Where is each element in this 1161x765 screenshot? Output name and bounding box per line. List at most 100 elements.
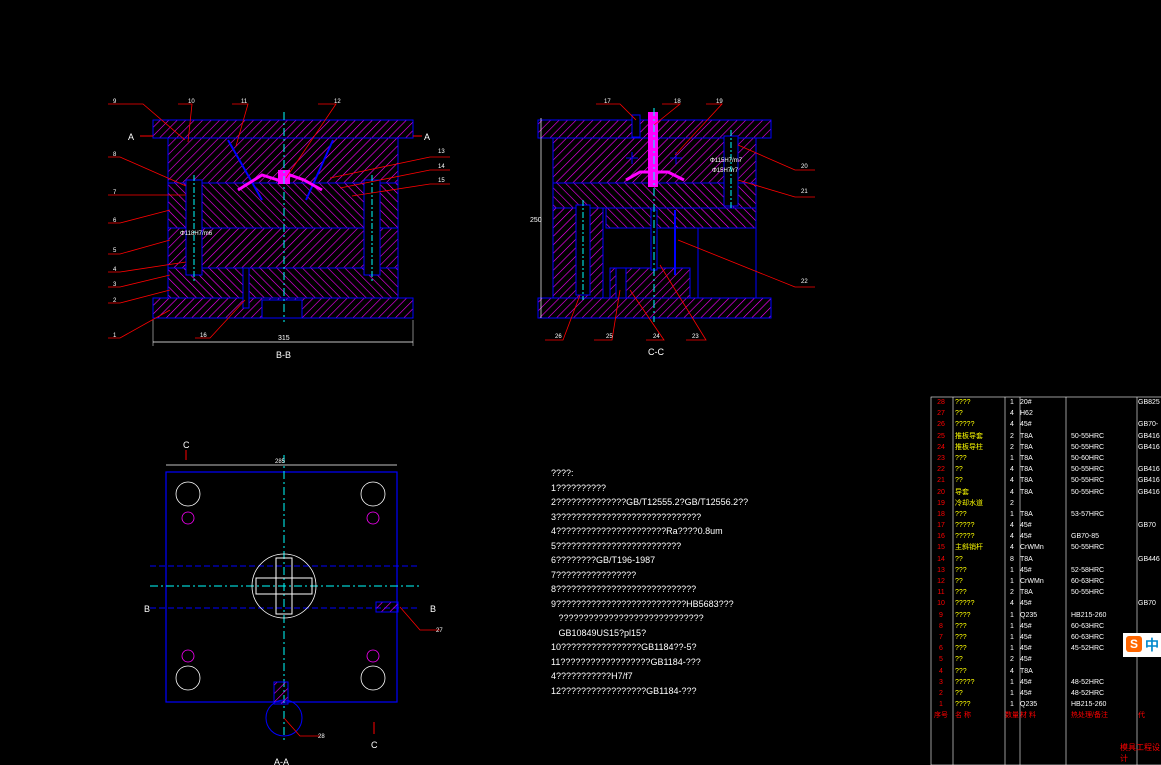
bom-cell-no: 14 [937, 555, 945, 563]
section-marker-b-left: B [144, 604, 150, 614]
bom-cell-hard: 45-52HRC [1071, 645, 1105, 653]
bom-cell-qty: 4 [1010, 600, 1014, 608]
bom-cell-qty: 1 [1010, 678, 1014, 686]
bom-cell-std: GB70 [1138, 600, 1156, 608]
bom-cell-name: ???? [955, 611, 971, 619]
note-line: 10????????????????GB1184??-5? [551, 642, 697, 652]
fit-annotation-cc-1: Φ115H7/m7 [710, 158, 743, 164]
plan-view-aa [150, 450, 440, 740]
bom-cell-no: 25 [937, 432, 945, 440]
bom-cell-mat: Q235 [1020, 611, 1038, 619]
bom-cell-mat: T8A [1020, 466, 1033, 474]
section-marker-c-bottom: C [371, 740, 378, 750]
bom-cell-hard: HB215-260 [1071, 701, 1107, 709]
bom-cell-qty: 2 [1010, 499, 1014, 507]
bom-cell-qty: 1 [1010, 399, 1014, 406]
bom-cell-hard: 50-55HRC [1071, 544, 1105, 552]
bom-cell-name: 导套 [955, 488, 969, 496]
bom-cell-name: ?? [955, 555, 963, 563]
bom-cell-qty: 4 [1010, 477, 1014, 485]
bom-cell-no: 17 [937, 522, 945, 530]
bom-cell-std: 代 [1138, 712, 1145, 720]
bom-cell-qty: 1 [1010, 510, 1014, 518]
bom-cell-mat: T8A [1020, 488, 1033, 496]
bom-cell-name: ?? [955, 410, 963, 418]
balloon-24: 24 [653, 334, 660, 340]
note-line: 4??????????????????????Ra????0.8um [551, 526, 723, 536]
balloon-21: 21 [801, 189, 808, 195]
bom-cell-no: 20 [937, 488, 945, 496]
bom-cell-mat: 材 料 [1020, 712, 1036, 720]
bom-cell-name: 名 称 [955, 712, 971, 720]
section-marker-c-top: C [183, 440, 190, 450]
bom-cell-name: ??? [955, 589, 967, 597]
bom-cell-hard: 热处理/备注 [1071, 712, 1108, 720]
bom-cell-mat: 45# [1020, 421, 1032, 429]
balloon-16: 16 [200, 333, 207, 339]
bom-cell-name: ??? [955, 622, 967, 630]
bom-cell-hard: 60-63HRC [1071, 633, 1105, 641]
bom-cell-mat: CrWMn [1020, 578, 1044, 585]
bom-cell-name: ???? [955, 701, 971, 709]
balloon-2: 2 [113, 298, 117, 304]
bom-cell-name: ??? [955, 667, 967, 675]
balloon-23: 23 [692, 334, 699, 340]
bom-cell-name: 推板导套 [955, 432, 983, 440]
bom-cell-qty: 4 [1010, 522, 1014, 530]
bom-cell-mat: H62 [1020, 410, 1033, 418]
bom-cell-hard: 50-55HRC [1071, 443, 1105, 451]
bom-cell-qty: 4 [1010, 488, 1014, 496]
section-view-bb [108, 103, 450, 346]
note-line: 6????????GB/T196-1987 [551, 555, 656, 565]
section-marker-a-right: A [424, 132, 430, 142]
bom-cell-mat: 45# [1020, 600, 1032, 608]
view-label-aa: A-A [274, 757, 289, 765]
bom-cell-no: 24 [937, 443, 945, 451]
bom-cell-qty: 2 [1010, 589, 1014, 597]
bom-cell-name: 推板导柱 [955, 443, 983, 451]
bom-cell-qty: 1 [1010, 689, 1014, 697]
bom-cell-qty: 2 [1010, 432, 1014, 440]
bom-cell-no: 12 [937, 578, 945, 585]
note-line: GB10849US15?pl15? [551, 627, 647, 638]
bom-cell-qty: 4 [1010, 421, 1014, 429]
balloon-3: 3 [113, 282, 117, 288]
bom-cell-name: ?? [955, 656, 963, 664]
bom-table-grid [930, 396, 1161, 765]
bom-cell-std: GB446 [1138, 555, 1160, 563]
bom-cell-hard: GB70-85 [1071, 533, 1100, 541]
bom-cell-mat: 45# [1020, 533, 1032, 541]
bom-cell-qty: 1 [1010, 645, 1014, 653]
bom-cell-hard: 50-55HRC [1071, 432, 1105, 440]
ime-logo-badge[interactable]: S 中 [1123, 633, 1161, 657]
bom-cell-name: ??? [955, 454, 967, 462]
note-line: 1?????????? [551, 482, 607, 493]
balloon-14: 14 [438, 164, 445, 170]
bom-cell-hard: HB215-260 [1071, 611, 1107, 619]
dimension-width-plan: 285 [275, 459, 286, 465]
bom-cell-name: 主斜销杆 [955, 544, 983, 552]
bom-cell-no: 3 [939, 678, 943, 686]
note-line: 7???????????????? [551, 569, 637, 580]
bom-cell-hard: 48-52HRC [1071, 689, 1105, 697]
note-line: 3????????????????????????????? [551, 511, 702, 522]
bom-cell-name: ????? [955, 533, 975, 541]
bom-cell-hard: 50-55HRC [1071, 477, 1105, 485]
bom-cell-no: 18 [937, 510, 945, 518]
bom-cell-no: 22 [937, 466, 945, 474]
bom-cell-no: 1 [939, 701, 943, 709]
balloon-11: 11 [241, 99, 248, 105]
note-line: ????: [551, 468, 574, 478]
balloon-9: 9 [113, 99, 117, 105]
bom-cell-mat: 45# [1020, 689, 1032, 697]
